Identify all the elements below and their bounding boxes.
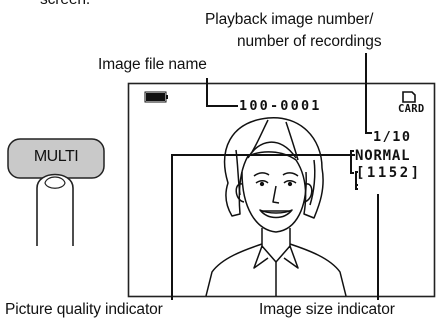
card-label: CARD	[398, 103, 425, 115]
leader-lines	[171, 53, 379, 300]
top-text-fragment: screen.	[40, 0, 90, 9]
multi-button-label: MULTI	[33, 148, 79, 165]
lcd-screen-frame	[127, 82, 436, 298]
file-number-display: 100-0001	[239, 98, 322, 114]
card-icon	[402, 91, 416, 103]
image-size-display: [1152]	[356, 165, 422, 181]
portrait-illustration	[205, 117, 347, 297]
file-name-label: Image file name	[98, 56, 207, 73]
finger-illustration	[36, 173, 74, 246]
quality-indicator-label: Picture quality indicator	[5, 301, 163, 318]
battery-icon	[144, 91, 168, 103]
frame-counter: 1/10	[373, 129, 412, 145]
size-indicator-label: Image size indicator	[259, 301, 395, 318]
playback-number-label-line1: Playback image number/	[205, 11, 374, 28]
quality-mode-display: NORMAL	[355, 148, 411, 164]
playback-number-label-line2: number of recordings	[237, 33, 382, 50]
multi-button[interactable]: MULTI	[8, 139, 104, 178]
